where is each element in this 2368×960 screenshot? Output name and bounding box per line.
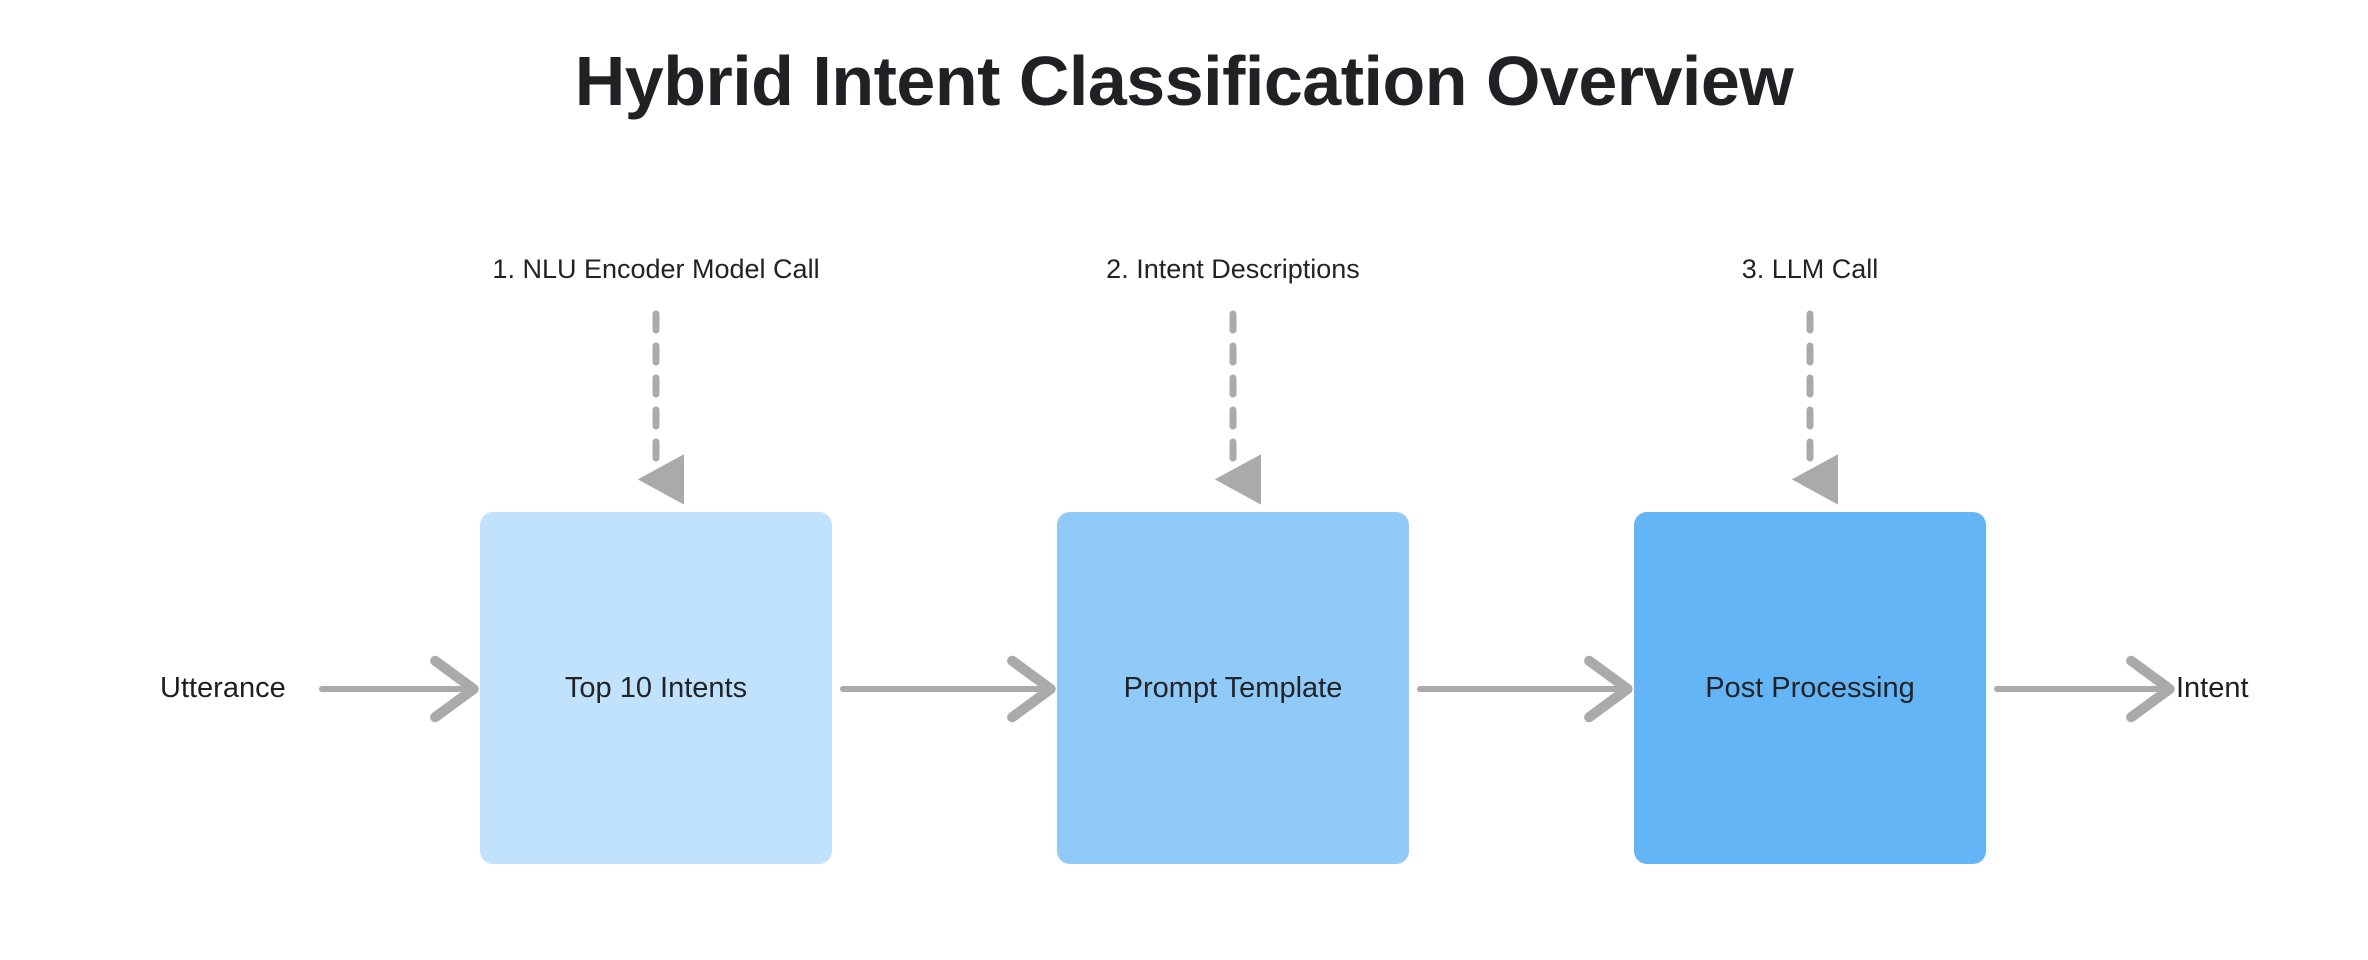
endpoint-label-intent: Intent xyxy=(2176,672,2249,704)
process-box-post-processing: Post Processing xyxy=(1634,512,1986,864)
step-label-intent-descriptions: 2. Intent Descriptions xyxy=(1106,254,1360,284)
process-box-prompt-template: Prompt Template xyxy=(1057,512,1409,864)
endpoint-label-utterance: Utterance xyxy=(160,672,286,704)
step-label-nlu-encoder-model-call: 1. NLU Encoder Model Call xyxy=(492,254,820,284)
process-box-top-10-intents: Top 10 Intents xyxy=(480,512,832,864)
process-box-label: Prompt Template xyxy=(1123,671,1343,704)
page-title: Hybrid Intent Classification Overview xyxy=(574,42,1794,120)
process-box-label: Top 10 Intents xyxy=(564,671,748,704)
process-box-label: Post Processing xyxy=(1705,671,1915,704)
step-label-llm-call: 3. LLM Call xyxy=(1741,254,1879,284)
